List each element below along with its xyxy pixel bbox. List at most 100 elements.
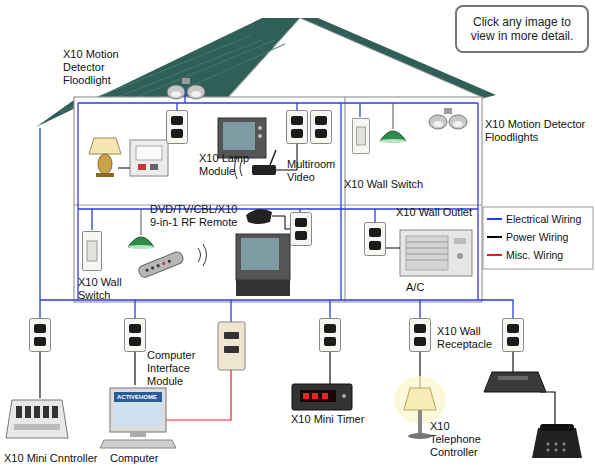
rf-remote <box>151 266 155 270</box>
note-text-group: Click any image to view in more detail. <box>463 15 581 43</box>
wall-switch <box>83 232 102 271</box>
electrical-wiring <box>340 103 341 300</box>
video-jack <box>291 213 312 246</box>
computer <box>114 392 162 402</box>
wall-receptacle <box>410 319 431 352</box>
computer <box>100 440 176 448</box>
table-lamp <box>89 138 121 154</box>
tv-set <box>236 234 290 280</box>
device-label: X10 Mini Cnntroller <box>4 452 98 465</box>
rf-remote <box>137 250 184 278</box>
tv-set <box>223 122 255 150</box>
mini-controller <box>14 424 60 430</box>
electrical-wiring <box>374 209 375 222</box>
lamp-module <box>130 140 168 176</box>
device-label: Computer <box>110 452 158 465</box>
device-label: X10 Wall Switch <box>344 178 423 191</box>
table-lamp <box>96 173 114 177</box>
mini-controller <box>34 406 40 418</box>
electrical-wiring <box>78 102 478 103</box>
power-wiring <box>134 352 135 385</box>
house-illustration <box>118 168 130 169</box>
house-walls <box>74 204 482 205</box>
interface-module <box>224 332 239 339</box>
computer <box>110 388 166 432</box>
device-label: DVD/TV/CBL/X10 9-in-1 RF Remote <box>150 203 250 229</box>
mini-controller <box>6 400 68 438</box>
house-illustration <box>386 248 400 249</box>
screen-text: ACTIVEHOME <box>117 393 157 401</box>
mini-timer <box>300 390 336 402</box>
pendant-lamp <box>380 103 406 143</box>
electrical-wiring <box>40 300 513 318</box>
mini-controller <box>43 406 49 418</box>
mini-timer <box>312 393 318 399</box>
electrical-wiring <box>77 103 78 300</box>
lamp-module <box>130 140 168 176</box>
air-conditioner <box>406 248 448 249</box>
telephone-controller <box>484 372 546 392</box>
house-walls <box>74 97 482 302</box>
telephone <box>547 449 550 452</box>
wall-outlet <box>30 319 51 352</box>
legend-text: Electrical Wiring <box>506 213 581 225</box>
telephone <box>532 428 582 458</box>
note-box: Click any image to view in more detail. <box>455 5 589 53</box>
interface-module <box>218 322 245 370</box>
tv-set <box>258 126 262 130</box>
air-conditioner <box>400 230 472 276</box>
power-wiring <box>39 352 40 398</box>
device-label: Computer Interface Module <box>147 349 207 388</box>
device-label: X10 Lamp Module <box>199 152 259 178</box>
roof <box>120 40 275 104</box>
electrical-wiring <box>359 103 360 117</box>
telephone <box>555 449 558 452</box>
telephone <box>547 443 550 446</box>
video-jack <box>311 111 332 144</box>
legend-swatch <box>487 218 502 220</box>
telephone <box>532 424 582 458</box>
tv-set <box>236 280 290 296</box>
interface-module <box>218 322 245 370</box>
legend-swatch <box>487 254 502 256</box>
electrical-wiring <box>296 103 297 110</box>
device-label: Multiroom Video <box>287 158 343 184</box>
rf-signal <box>198 244 207 266</box>
electrical-wiring <box>329 300 330 318</box>
air-conditioner <box>406 260 448 261</box>
device-label: X10 Wall Outlet <box>396 206 472 219</box>
air-conditioner <box>406 236 448 270</box>
electrical-wiring <box>477 103 478 300</box>
legend-row: Misc. Wiring <box>487 249 563 261</box>
electrical-wiring <box>134 300 135 318</box>
telephone-controller <box>484 372 546 392</box>
table-lamp <box>89 138 121 177</box>
mini-controller <box>16 406 22 418</box>
note-text: Click any image to view in more detail. <box>463 15 581 43</box>
interface-module <box>224 346 239 353</box>
rf-remote <box>162 262 166 266</box>
house-illustration <box>272 216 290 229</box>
computer <box>100 388 176 448</box>
mini-timer <box>322 393 328 399</box>
legend-swatch <box>487 236 502 238</box>
mini-controller <box>25 406 31 418</box>
power-wiring <box>512 352 513 372</box>
tv-set <box>236 234 290 296</box>
power-wiring <box>540 392 555 425</box>
lamp-module <box>150 164 158 170</box>
wall-switch <box>352 118 369 153</box>
house-walls <box>344 97 345 302</box>
mini-timer <box>292 384 352 410</box>
computer <box>114 392 162 426</box>
air-conditioner <box>400 230 472 276</box>
rf-remote <box>156 264 160 268</box>
table-lamp <box>98 154 112 174</box>
floor-lamp <box>408 433 432 439</box>
tv-set <box>241 238 279 270</box>
floor-lamp <box>404 388 436 410</box>
tv-transceiver <box>246 209 272 224</box>
wall-outlet <box>125 319 146 352</box>
mini-timer <box>292 384 352 410</box>
mini-timer <box>303 393 309 399</box>
